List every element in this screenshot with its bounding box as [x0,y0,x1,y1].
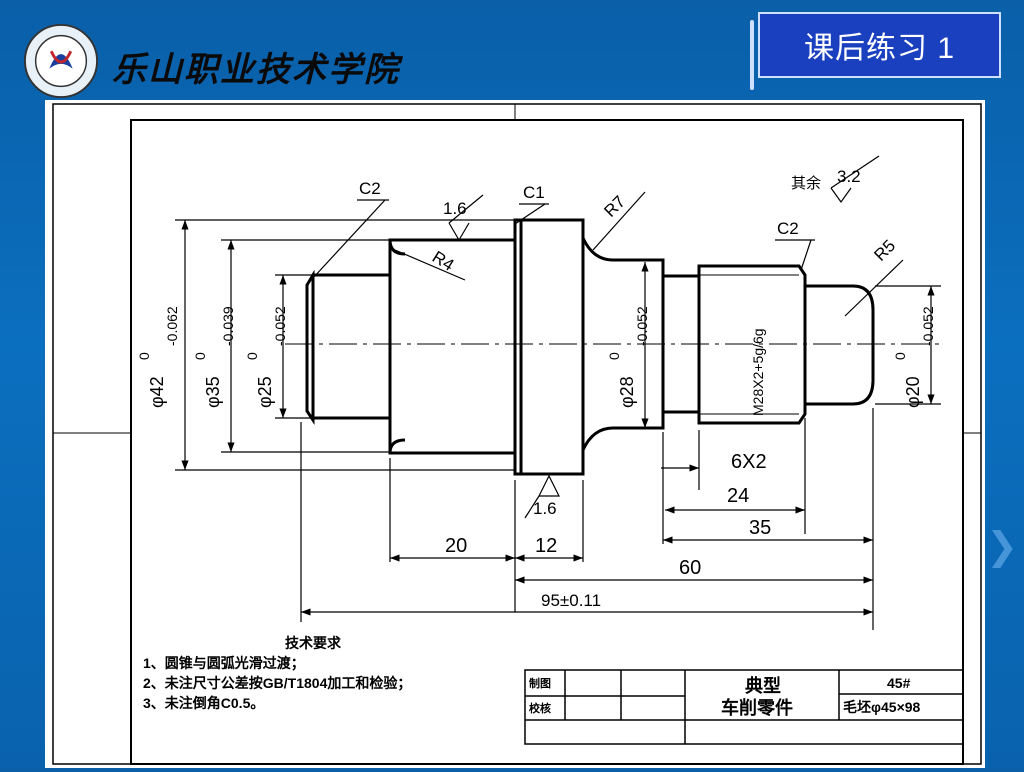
dim-phi20-upper: 0 [892,352,908,360]
drawing-border [130,119,964,765]
dim-phi25: φ25 [255,376,275,408]
school-seal-icon [23,23,99,99]
radius-label: R4 [429,247,458,275]
shaft-outline [305,218,875,476]
tech-req-item: 2、未注尺寸公差按GB/T1804加工和检验； [143,675,411,692]
blank-size: 毛坯φ45×98 [843,699,921,715]
dim-phi42-lower: -0.062 [164,306,180,346]
part-name: 典型 [745,675,781,696]
dim-95: 95±0.11 [541,591,601,610]
dim-12: 12 [535,535,557,557]
material: 45# [887,675,911,691]
title-block-drawn: 制图 [529,676,551,690]
dim-20: 20 [445,535,467,557]
part-name: 车削零件 [721,697,793,718]
title-block-checked: 校核 [529,701,551,715]
roughness-label: 1.6 [443,199,467,218]
roughness-general: 3.2 [837,167,861,186]
chamfer-label: C1 [523,183,545,202]
title-block [524,669,964,745]
dim-phi42: φ42 [147,376,167,408]
tech-req-item: 1、圆锥与圆弧光滑过渡； [143,655,305,672]
dim-phi42-upper: 0 [136,352,152,360]
roughness-label: 1.6 [533,499,557,518]
dim-phi35-upper: 0 [192,352,208,360]
dim-phi28: φ28 [617,376,637,408]
chamfer-label: C2 [777,219,799,238]
tech-req-title: 技术要求 [285,635,342,651]
radius-label: R7 [600,192,629,221]
dim-phi25-upper: 0 [244,352,260,360]
dim-phi20: φ20 [903,376,923,408]
dim-phi35-lower: -0.039 [220,306,236,346]
dim-phi20-lower: -0.052 [920,306,936,346]
dim-phi28-lower: -0.052 [634,306,650,346]
dim-35: 35 [749,517,771,539]
thread-spec: M28X2+5g/6g [750,328,766,416]
engineering-drawing: φ42 0 -0.062 φ35 0 -0.039 φ25 0 -0.052 φ… [45,100,985,768]
dim-phi25-lower: -0.052 [272,306,288,346]
drawing-svg: φ42 0 -0.062 φ35 0 -0.039 φ25 0 -0.052 φ… [52,103,982,765]
dim-undercut: 6X2 [731,451,767,473]
tech-req-item: 3、未注倒角C0.5。 [143,695,264,711]
dim-24: 24 [727,485,749,507]
dim-phi28-upper: 0 [606,352,622,360]
school-name: 乐山职业技术学院 [112,50,400,90]
radius-label: R5 [870,236,899,265]
roughness-general-prefix: 其余 [791,174,821,192]
dim-phi35: φ35 [203,376,223,408]
dim-60: 60 [679,557,701,579]
chamfer-label: C2 [359,179,381,198]
slide-title: 课后练习 1 [750,12,1001,90]
